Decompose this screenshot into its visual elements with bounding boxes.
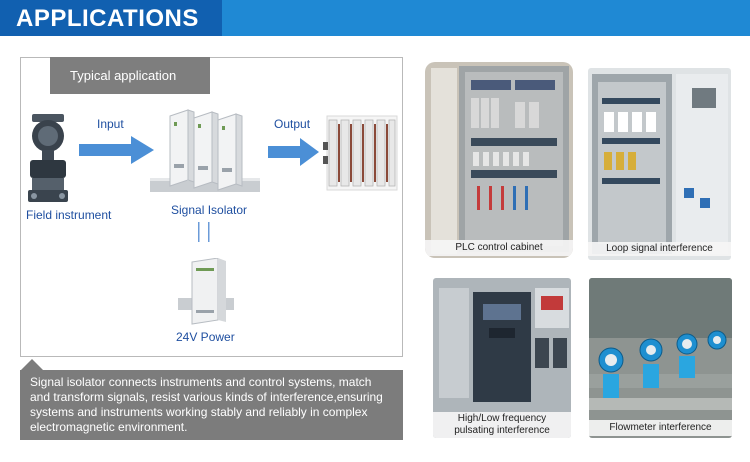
power-connector-lines	[198, 222, 210, 242]
header-bar: APPLICATIONS	[0, 0, 750, 36]
field-instrument-image	[28, 114, 68, 202]
photo-caption-frequency: High/Low frequency pulsating interferenc…	[433, 412, 571, 438]
photo-caption-flowmeter: Flowmeter interference	[589, 420, 732, 436]
photo-caption-plc: PLC control cabinet	[425, 240, 573, 256]
photo-flowmeter-interference: Flowmeter interference	[589, 278, 732, 438]
photo-frequency-interference: High/Low frequency pulsating interferenc…	[433, 278, 571, 438]
plc-cabinet-illustration	[425, 62, 573, 258]
field-instrument-label: Field instrument	[26, 208, 112, 222]
signal-isolator-label: Signal Isolator	[171, 203, 248, 217]
input-arrow	[79, 136, 154, 164]
page-title: APPLICATIONS	[16, 5, 199, 32]
loop-cabinet-illustration	[588, 68, 731, 260]
signal-isolator-image	[150, 109, 260, 192]
output-label: Output	[274, 117, 311, 131]
inverter-illustration	[433, 278, 571, 438]
output-arrow	[268, 138, 319, 166]
control-system-image	[323, 115, 398, 191]
photo-plc-control-cabinet: PLC control cabinet	[425, 62, 573, 258]
power-label: 24V Power	[176, 330, 235, 344]
input-label: Input	[97, 117, 124, 131]
power-supply-image	[178, 258, 234, 325]
photo-caption-loop: Loop signal interference	[588, 242, 731, 256]
photo-loop-signal-interference: Loop signal interference	[588, 68, 731, 260]
description-text: Signal isolator connects instruments and…	[20, 370, 403, 440]
typical-application-label: Typical application	[50, 57, 210, 94]
description-notch	[20, 359, 44, 371]
header-tab	[0, 0, 222, 36]
flowmeter-illustration	[589, 278, 732, 438]
